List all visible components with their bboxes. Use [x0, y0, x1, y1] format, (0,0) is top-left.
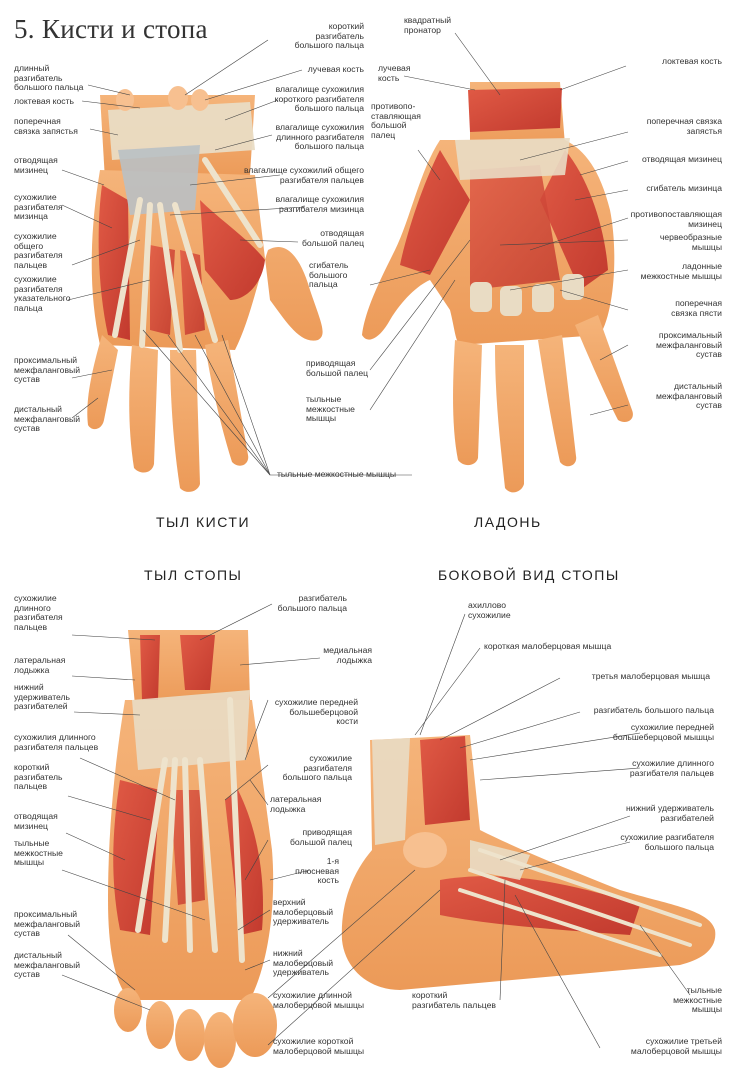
label-first-metatarsal: 1-я плюсневая кость — [295, 857, 339, 886]
label-tendon-index-extensor: сухожилие разгибателя указательного паль… — [14, 275, 71, 313]
label-palm-abductor-little: отводящая мизинец — [642, 155, 722, 165]
label-tendon-extensor-little: сухожилие разгибателя мизинца — [14, 193, 63, 222]
label-foot-prox-joint: проксимальный межфаланговый сустав — [14, 910, 80, 939]
label-tendon-long-extensor: сухожилие длинного разгибателя пальцев — [14, 594, 63, 632]
label-quadrate-pronator: квадратный пронатор — [404, 16, 451, 35]
label-palm-dorsal-interossei: тыльные межкостные мышцы — [306, 395, 355, 424]
label-foot-abductor-little: отводящая мизинец — [14, 812, 58, 831]
label-palm-radius: лучевая кость — [378, 64, 410, 83]
label-superior-peroneal: верхний малоберцовый удерживатель — [273, 898, 333, 927]
label-tendons-long-extensor: сухожилия длинного разгибателя пальцев — [14, 733, 98, 752]
label-prox-joint: проксимальный межфаланговый сустав — [14, 356, 80, 385]
label-palm-prox-joint: проксимальный межфаланговый сустав — [656, 331, 722, 360]
label-flexor-thumb: сгибатель большого пальца — [309, 261, 348, 290]
foot-back-illustration — [108, 630, 277, 1068]
label-ulna: локтевая кость — [14, 97, 74, 107]
label-dist-joint: дистальный межфаланговый сустав — [14, 405, 80, 434]
label-hand-dorsal-interossei: тыльные межкостные мышцы — [277, 470, 396, 480]
label-tendon-peroneus-brevis: сухожилие короткой малоберцовой мышцы — [273, 1037, 364, 1056]
label-palm-ulna: локтевая кость — [662, 57, 722, 67]
label-transverse-metacarpal: поперечная связка пясти — [671, 299, 722, 318]
label-tendon-anterior-tibial: сухожилие передней большеберцовой кости — [275, 698, 358, 727]
label-foot-dorsal-interossei: тыльные межкостные мышцы — [14, 839, 63, 868]
label-side-tendon-long-extensor: сухожилие длинного разгибателя пальцев — [630, 759, 714, 778]
label-adductor-hallucis: приводящая большой палец — [290, 828, 352, 847]
label-medial-malleolus: медиальная лодыжка — [323, 646, 372, 665]
label-palm-transverse-wrist: поперечная связка запястья — [647, 117, 722, 136]
label-foot-dist-joint: дистальный межфаланговый сустав — [14, 951, 80, 980]
label-side-short-extensor: короткий разгибатель пальцев — [412, 991, 496, 1010]
label-extensor-hallucis: разгибатель большого пальца — [278, 594, 347, 613]
label-inferior-retinaculum: нижний удерживатель разгибателей — [14, 683, 70, 712]
label-transverse-wrist: поперечная связка запястья — [14, 117, 78, 136]
label-extensor-long-thumb: длинный разгибатель большого пальца — [14, 64, 83, 93]
label-short-extensor-thumb: короткий разгибатель большого пальца — [295, 22, 364, 51]
label-side-dorsal-interossei: тыльные межкостные мышцы — [673, 986, 722, 1015]
label-side-tendon-extensor-hallucis: сухожилие разгибателя большого пальца — [620, 833, 714, 852]
label-side-inferior-retinaculum: нижний удерживатель разгибателей — [626, 804, 714, 823]
label-tendon-extensor-hallucis: сухожилие разгибателя большого пальца — [283, 754, 352, 783]
label-radius: лучевая кость — [308, 65, 364, 75]
label-lateral-malleolus-2: латеральная лодыжка — [270, 795, 321, 814]
label-abductor-thumb: отводящая большой палец — [302, 229, 364, 248]
label-opponens-little: противопоставляющая мизинец — [631, 210, 722, 229]
label-opponens-thumb: противопо- ставляющая большой палец — [371, 102, 421, 140]
label-peroneus-brevis: короткая малоберцовая мышца — [484, 642, 611, 652]
label-lateral-malleolus: латеральная лодыжка — [14, 656, 65, 675]
label-flexor-little: сгибатель мизинца — [646, 184, 722, 194]
label-tendon-common-extensor: сухожилие общего разгибателя пальцев — [14, 232, 63, 270]
label-palmar-interossei: ладонные межкостные мышцы — [641, 262, 722, 281]
label-sheath-common-extensor: влагалище сухожилий общего разгибателя п… — [244, 166, 364, 185]
label-short-extensor-toes: короткий разгибатель пальцев — [14, 763, 62, 792]
label-inferior-peroneal: нижний малоберцовый удерживатель — [273, 949, 333, 978]
label-palm-dist-joint: дистальный межфаланговый сустав — [656, 382, 722, 411]
label-side-tendon-anterior-tibial: сухожилие передней большеберцовой мышцы — [613, 723, 714, 742]
label-tendon-peroneus-longus: сухожилие длинной малоберцовой мышцы — [273, 991, 364, 1010]
label-peroneus-tertius: третья малоберцовая мышца — [592, 672, 710, 682]
label-lumbricals: червеобразные мышцы — [660, 233, 722, 252]
label-sheath-short-thumb: влагалище сухожилия короткого разгибател… — [275, 85, 364, 114]
label-adductor-thumb: приводящая большой палец — [306, 359, 368, 378]
label-side-extensor-hallucis: разгибатель большого пальца — [594, 706, 714, 716]
palm-illustration — [362, 82, 633, 492]
label-side-tendon-peroneus-tertius: сухожилие третьей малоберцовой мышцы — [631, 1037, 722, 1056]
label-abductor-little: отводящая мизинец — [14, 156, 58, 175]
label-sheath-extensor-little: влагалище сухожилия разгибателя мизинца — [276, 195, 364, 214]
label-sheath-long-thumb: влагалище сухожилия длинного разгибателя… — [276, 123, 364, 152]
label-achilles: ахиллово сухожилие — [468, 601, 511, 620]
